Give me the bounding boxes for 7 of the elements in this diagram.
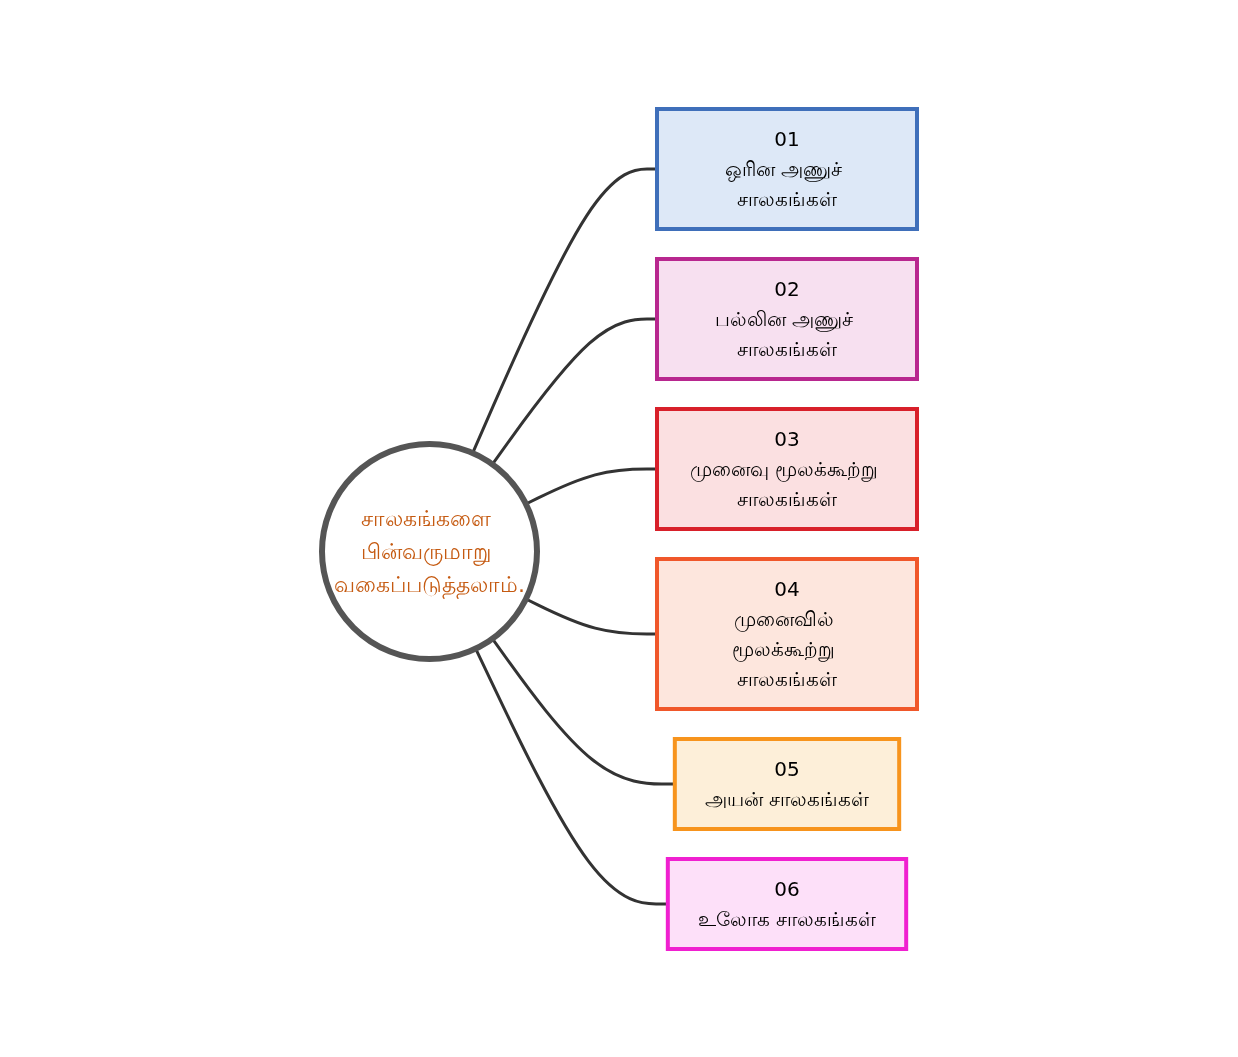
node-box: 02 பல்லின அணுச் சாலகங்கள் [654,256,919,381]
node-box: 03 முனைவு மூலக்கூற்று சாலகங்கள் [654,406,919,531]
node-box: 06 உலோக சாலகங்கள் [665,856,908,951]
node-circle: சாலகங்களை பின்வருமாறு வகைப்படுத்தலாம். [318,440,540,662]
node-box: 04 முனைவில் மூலக்கூற்று சாலகங்கள் [654,556,919,711]
node-box: 01 ஒரின அணுச் சாலகங்கள் [654,106,919,231]
node-box: 05 அயன் சாலகங்கள் [672,736,901,831]
